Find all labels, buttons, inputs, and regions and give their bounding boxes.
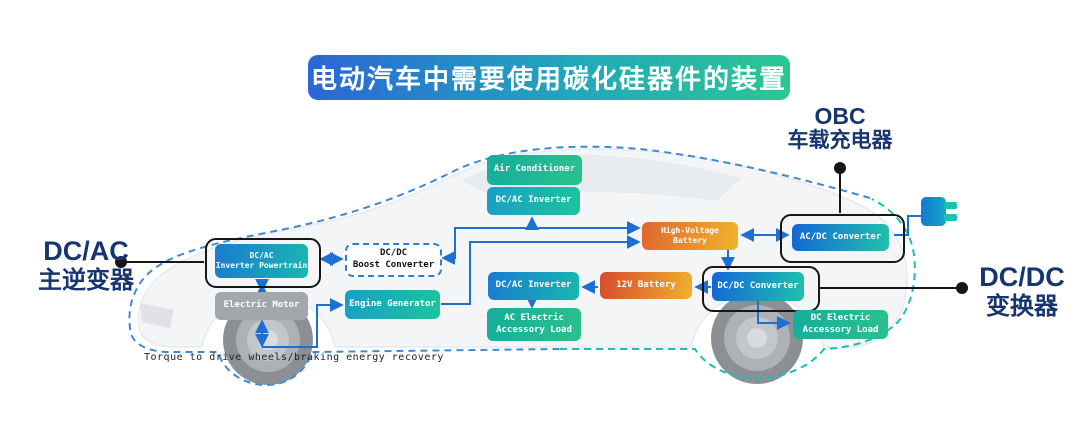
rear-wheel <box>711 292 803 384</box>
callout-dot-main-inverter <box>115 256 127 268</box>
torque-note: Torque to drive wheels/braking energy re… <box>144 352 444 363</box>
car-dashed-outline-teal <box>560 198 916 381</box>
callout-dcdc-line2: 变换器 <box>986 293 1058 321</box>
node-electric-motor: Electric Motor <box>215 292 308 320</box>
node-engine-generator: Engine Generator <box>345 290 440 319</box>
node-ac-electric-accessory-load: AC Electric Accessory Load <box>487 308 581 341</box>
connector-acdc-plug <box>894 215 921 236</box>
node-12v-battery: 12V Battery <box>600 272 692 299</box>
callout-dcdc-line1: DC/DC <box>979 262 1065 292</box>
powertrain-highlight-outline <box>205 238 321 288</box>
node-dcdc-converter: DC/DC Converter <box>712 272 804 301</box>
callout-main-inverter-line2: 主逆变器 <box>38 267 134 295</box>
node-mid-dcac-inverter: DC/AC Inverter <box>488 272 579 300</box>
node-dc-electric-accessory-load: DC Electric Accessory Load <box>793 310 888 339</box>
connector-boost-hvbattery <box>441 221 641 265</box>
node-dcac-inverter-powertrain: DC/AC Inverter Powertrain <box>215 244 308 278</box>
callout-main-inverter-line1: DC/AC <box>43 236 129 266</box>
dcdc-highlight-outline <box>702 266 820 312</box>
connector-motor-generator <box>262 298 344 348</box>
callout-dot-obc <box>834 162 846 174</box>
node-top-dcac-inverter: DC/AC Inverter <box>487 187 580 215</box>
callout-obc-line1: OBC <box>814 103 866 129</box>
title-banner: 电动汽车中需要使用碳化硅器件的装置 <box>308 55 790 100</box>
callout-dot-dcdc <box>956 282 968 294</box>
acdc-highlight-outline <box>780 214 905 263</box>
callout-obc: OBC 车载充电器 <box>780 103 900 154</box>
car-headlight <box>140 303 174 328</box>
node-air-conditioner: Air Conditioner <box>487 155 582 185</box>
connector-dcdc-dcload <box>757 301 791 330</box>
callout-main-inverter: DC/AC 主逆变器 <box>22 236 150 295</box>
callout-dcdc: DC/DC 变换器 <box>972 262 1072 321</box>
node-dcdc-boost-converter: DC/DC Boost Converter <box>345 243 442 277</box>
charging-plug-icon <box>921 197 957 226</box>
node-high-voltage-battery: High-Voltage Battery <box>642 222 738 250</box>
node-acdc-converter: AC/DC Converter <box>792 224 889 251</box>
callout-obc-line2: 车载充电器 <box>787 129 893 153</box>
